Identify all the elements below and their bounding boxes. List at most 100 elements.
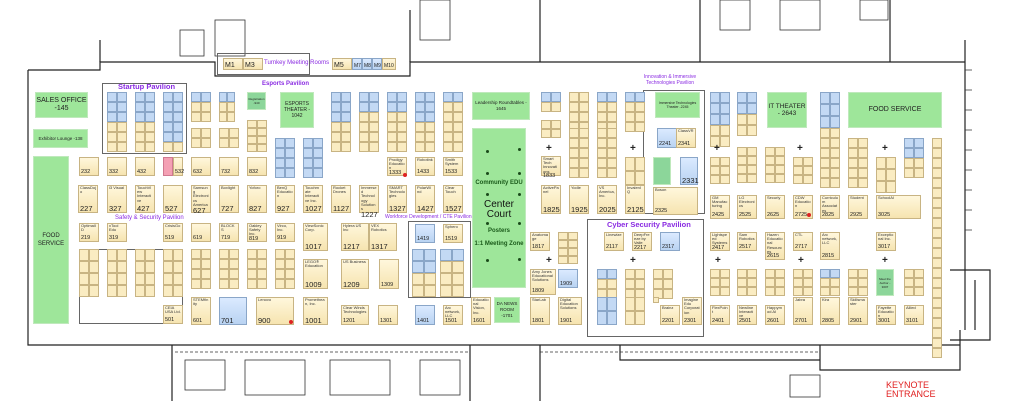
small-booth[interactable] bbox=[173, 122, 183, 132]
small-booth[interactable] bbox=[285, 279, 295, 289]
small-booth[interactable] bbox=[415, 92, 425, 102]
small-booth[interactable] bbox=[191, 249, 201, 259]
small-booth[interactable] bbox=[775, 269, 785, 278]
small-booth[interactable] bbox=[597, 269, 607, 279]
small-booth[interactable] bbox=[747, 278, 757, 287]
small-booth[interactable] bbox=[173, 249, 183, 261]
small-booth[interactable] bbox=[227, 112, 235, 122]
small-booth[interactable] bbox=[569, 158, 579, 168]
small-booth[interactable] bbox=[219, 279, 229, 289]
small-booth[interactable] bbox=[793, 269, 803, 278]
small-booth[interactable] bbox=[904, 278, 914, 287]
small-booth[interactable] bbox=[904, 168, 914, 178]
small-booth[interactable] bbox=[107, 249, 117, 261]
small-booth[interactable] bbox=[331, 132, 341, 142]
small-booth[interactable] bbox=[848, 148, 858, 158]
small-booth[interactable] bbox=[425, 142, 435, 152]
small-booth[interactable] bbox=[275, 249, 285, 259]
small-booth[interactable] bbox=[597, 128, 607, 138]
small-booth[interactable] bbox=[397, 142, 407, 152]
small-booth[interactable] bbox=[820, 269, 830, 278]
booth-1001[interactable]: Promethean, Inc.1001 bbox=[303, 297, 328, 325]
small-booth[interactable] bbox=[747, 147, 757, 156]
small-booth[interactable] bbox=[412, 261, 424, 273]
small-booth[interactable] bbox=[607, 297, 617, 311]
small-booth[interactable] bbox=[914, 168, 924, 178]
small-booth[interactable] bbox=[932, 188, 942, 198]
small-booth[interactable] bbox=[219, 112, 227, 122]
small-booth[interactable] bbox=[607, 269, 617, 279]
small-booth[interactable] bbox=[227, 102, 235, 112]
small-booth[interactable] bbox=[443, 122, 453, 132]
small-booth[interactable] bbox=[229, 128, 239, 138]
small-booth[interactable] bbox=[201, 279, 211, 289]
small-booth[interactable] bbox=[597, 168, 607, 178]
small-booth[interactable] bbox=[820, 168, 830, 178]
small-booth[interactable] bbox=[720, 175, 730, 184]
small-booth[interactable] bbox=[830, 278, 840, 287]
small-booth[interactable] bbox=[720, 166, 730, 175]
small-booth[interactable] bbox=[541, 120, 551, 129]
small-booth[interactable] bbox=[387, 142, 397, 152]
small-booth[interactable] bbox=[247, 249, 257, 259]
small-booth[interactable] bbox=[558, 248, 568, 256]
small-booth[interactable] bbox=[569, 92, 579, 102]
small-booth[interactable] bbox=[820, 158, 830, 168]
small-booth[interactable] bbox=[135, 132, 145, 142]
small-booth[interactable] bbox=[247, 269, 257, 279]
booth-2317[interactable]: 2317 bbox=[660, 232, 680, 251]
small-booth[interactable] bbox=[710, 269, 720, 278]
small-booth[interactable] bbox=[341, 132, 351, 142]
small-booth[interactable] bbox=[775, 147, 785, 156]
it-theater-area[interactable]: IT THEATER - 2643 bbox=[767, 92, 807, 128]
small-booth[interactable] bbox=[397, 132, 407, 142]
small-booth[interactable] bbox=[453, 132, 463, 142]
small-booth[interactable] bbox=[247, 128, 257, 136]
small-booth[interactable] bbox=[79, 249, 89, 261]
small-booth[interactable] bbox=[720, 269, 730, 278]
small-booth[interactable] bbox=[541, 129, 551, 138]
small-booth[interactable] bbox=[135, 261, 145, 273]
small-booth[interactable] bbox=[569, 168, 579, 178]
small-booth[interactable] bbox=[932, 288, 942, 298]
small-booth[interactable] bbox=[579, 148, 589, 158]
small-booth[interactable] bbox=[914, 158, 924, 168]
small-booth[interactable] bbox=[635, 279, 645, 289]
small-booth[interactable] bbox=[568, 240, 578, 248]
small-booth[interactable] bbox=[415, 132, 425, 142]
small-booth[interactable] bbox=[424, 261, 436, 273]
small-booth[interactable] bbox=[415, 142, 425, 152]
small-booth[interactable] bbox=[803, 278, 813, 287]
small-booth[interactable] bbox=[625, 297, 635, 311]
small-booth[interactable] bbox=[858, 158, 868, 168]
small-booth[interactable] bbox=[932, 308, 942, 318]
small-booth[interactable] bbox=[107, 122, 117, 132]
small-booth[interactable] bbox=[387, 92, 397, 102]
small-booth[interactable] bbox=[341, 122, 351, 132]
small-booth[interactable] bbox=[285, 259, 295, 269]
small-booth[interactable] bbox=[135, 273, 145, 285]
small-booth[interactable] bbox=[820, 92, 830, 104]
small-booth[interactable] bbox=[579, 158, 589, 168]
small-booth[interactable] bbox=[453, 102, 463, 112]
booth-832[interactable]: 832 bbox=[247, 157, 267, 176]
small-booth[interactable] bbox=[117, 273, 127, 285]
small-booth[interactable] bbox=[173, 102, 183, 112]
sales-office-area[interactable]: SALES OFFICE -145 bbox=[35, 92, 88, 118]
small-booth[interactable] bbox=[173, 273, 183, 285]
booth-2241[interactable]: 2241 bbox=[657, 128, 677, 148]
small-booth[interactable] bbox=[387, 112, 397, 122]
small-booth[interactable] bbox=[285, 148, 295, 158]
meeting-room-m1[interactable]: M1 bbox=[223, 58, 243, 70]
small-booth[interactable] bbox=[89, 249, 99, 261]
